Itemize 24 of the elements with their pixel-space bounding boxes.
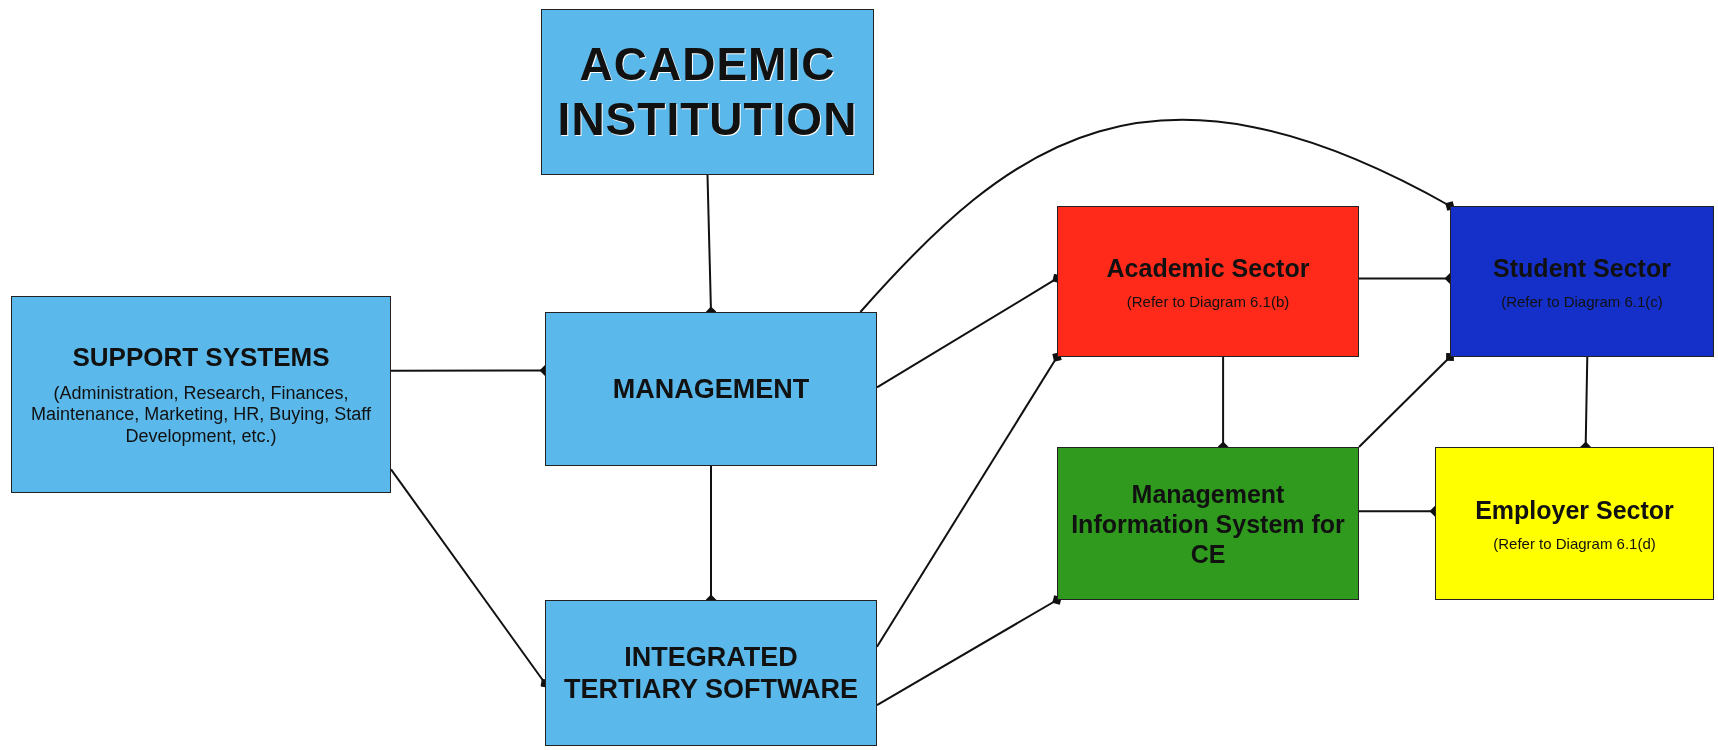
node-title: ACADEMIC INSTITUTION: [556, 36, 859, 147]
node-description: (Administration, Research, Finances, Maintenance, Marketing, HR, Buying, Staff Development, etc.): [30, 382, 372, 448]
connector: [859, 119, 1455, 313]
connector: [1358, 353, 1454, 448]
node-title: MANAGEMENT: [612, 372, 810, 406]
node-title: Academic Sector: [1106, 252, 1310, 283]
connector: [876, 595, 1062, 707]
system-box: [1057, 447, 1359, 600]
node-title: SUPPORT SYSTEMS: [72, 341, 330, 373]
sector-box: [1435, 447, 1714, 600]
node-title: Management Information System for CE: [1070, 478, 1346, 569]
node-title: Employer Sector: [1475, 494, 1674, 525]
process-box: [11, 296, 391, 493]
sector-box: [1057, 206, 1359, 357]
node-description: (Refer to Diagram 6.1(d): [1493, 534, 1656, 553]
node-title: Student Sector: [1493, 252, 1671, 283]
process-box: [545, 600, 877, 746]
node-description: (Refer to Diagram 6.1(c): [1501, 292, 1663, 311]
node-title: INTEGRATED TERTIARY SOFTWARE: [563, 640, 859, 706]
process-box: [545, 312, 877, 466]
node-description: (Refer to Diagram 6.1(b): [1126, 292, 1290, 311]
institution-box: [541, 9, 874, 175]
sector-box: [1450, 206, 1714, 357]
connector: [876, 352, 1062, 648]
